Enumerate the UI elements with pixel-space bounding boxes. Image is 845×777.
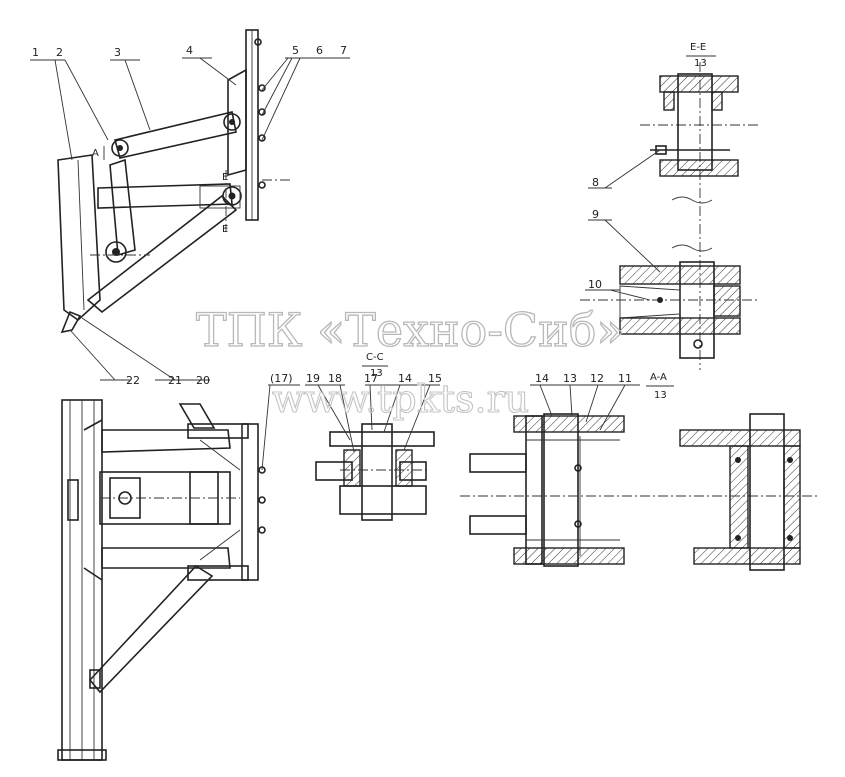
callout-17-ref: (17) xyxy=(270,372,293,385)
pin-a xyxy=(749,413,785,571)
upper-arm xyxy=(114,111,237,159)
side-leaders xyxy=(30,57,350,381)
callout-8: 8 xyxy=(592,176,599,189)
callout-labels: 1 2 3 4 5 6 7 8 9 10 11 12 13 14 15 14 1… xyxy=(32,44,632,387)
pin-main xyxy=(543,413,579,567)
callout-3: 3 xyxy=(114,46,121,59)
callout-5: 5 xyxy=(292,44,299,57)
front-view xyxy=(57,384,300,761)
lower-arm xyxy=(97,183,233,209)
callout-4: 4 xyxy=(186,44,193,57)
callout-21: 21 xyxy=(168,374,182,387)
section-cc-sheet: 13 xyxy=(370,368,383,379)
section-pin-assembly xyxy=(460,384,820,567)
watermark: ТПК «Техно-Сиб» www.tpkts.ru xyxy=(195,302,625,421)
main-beam xyxy=(57,154,101,322)
callout-19: 19 xyxy=(306,372,320,385)
front-plate xyxy=(241,423,259,581)
section-cc-name: C-C xyxy=(366,352,384,363)
front-brace xyxy=(88,564,214,694)
section-titles: E-E 13 C-C 13 A-A 13 A E E xyxy=(92,42,707,401)
callout-12: 12 xyxy=(590,372,604,385)
callout-1: 1 xyxy=(32,46,39,59)
section-c-c xyxy=(305,365,440,521)
callout-11: 11 xyxy=(618,372,632,385)
cut-mark-a: A xyxy=(92,148,99,159)
section-ee-name: E-E xyxy=(690,42,706,53)
callout-15: 15 xyxy=(428,372,442,385)
callout-13: 13 xyxy=(563,372,577,385)
watermark-company: ТПК «Техно-Сиб» xyxy=(196,303,625,357)
diagonal-brace xyxy=(86,194,238,314)
section-e-e xyxy=(580,55,760,370)
callout-14a: 14 xyxy=(535,372,549,385)
callout-14b: 14 xyxy=(398,372,412,385)
front-lower-arm xyxy=(101,547,231,569)
section-a-a xyxy=(646,385,801,571)
front-upper-arm xyxy=(101,429,231,453)
cut-mark-e2: E xyxy=(222,224,228,235)
tip xyxy=(60,310,82,334)
callout-6: 6 xyxy=(316,44,323,57)
plate-bolts xyxy=(254,38,266,189)
callout-17: 17 xyxy=(364,372,378,385)
callout-10: 10 xyxy=(588,278,602,291)
cut-mark-e1: E xyxy=(222,172,228,183)
callout-9: 9 xyxy=(592,208,599,221)
callout-2: 2 xyxy=(56,46,63,59)
section-aa-name: A-A xyxy=(650,372,667,383)
pin-c xyxy=(361,423,393,521)
side-bracket xyxy=(227,68,247,177)
watermark-url: www.tpkts.ru xyxy=(272,377,529,421)
callout-7: 7 xyxy=(340,44,347,57)
callout-20: 20 xyxy=(196,374,210,387)
side-view xyxy=(30,29,350,381)
section-aa-sheet: 13 xyxy=(654,390,667,401)
front-bolts xyxy=(258,466,266,534)
callout-18: 18 xyxy=(328,372,342,385)
callout-22: 22 xyxy=(126,374,140,387)
section-ee-sheet: 13 xyxy=(694,58,707,69)
